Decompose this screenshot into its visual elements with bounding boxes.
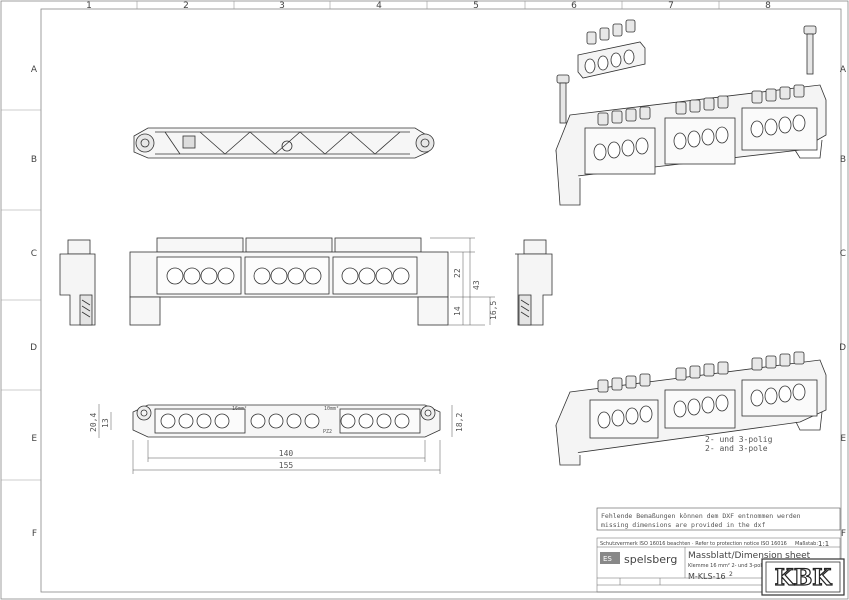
col-label: 8: [765, 1, 771, 11]
bottom-view: [98, 404, 453, 474]
col-label: 7: [668, 1, 674, 11]
dim-140: 140: [279, 449, 294, 458]
notice-box: [596, 507, 841, 531]
notice-line1: Fehlende Bemaßungen können dem DXF entno…: [601, 512, 801, 520]
dim-20-4: 20,4: [89, 413, 98, 432]
scale-label: Maßstab:: [795, 541, 818, 547]
iso-view-terminal-bar: [555, 19, 827, 206]
row-label: E: [840, 434, 846, 444]
column-labels: 1 2 3 4 5 6 7 8: [86, 1, 771, 11]
frame-ticks: [1, 1, 720, 481]
row-label: C: [840, 249, 846, 259]
front-view: [129, 237, 495, 326]
watermark-text: KBK: [775, 565, 833, 591]
side-view-right: [515, 239, 553, 326]
col-label: 3: [279, 1, 285, 11]
row-label: F: [841, 529, 846, 539]
iso-view-terminal-bar-2: [555, 351, 827, 466]
side-view-left: [59, 239, 96, 326]
dim-22: 22: [453, 268, 462, 278]
mark-10mm: 10mm²: [324, 406, 339, 412]
dim-43: 43: [472, 280, 481, 290]
row-label: C: [31, 249, 37, 259]
col-label: 6: [571, 1, 577, 11]
mark-pz2: PZ2: [323, 429, 332, 435]
sheet-title: Massblatt/Dimension sheet: [688, 551, 811, 561]
company-logo-mark: [600, 552, 620, 564]
part-description: Klemme 16 mm² 2- und 3-polig: [688, 563, 766, 569]
revision: 2: [729, 571, 733, 578]
col-label: 2: [183, 1, 189, 11]
dim-16-5: 16,5: [489, 301, 498, 320]
col-label: 1: [86, 1, 92, 11]
row-label: A: [31, 65, 38, 75]
top-view: [133, 127, 435, 159]
col-label: 4: [376, 1, 382, 11]
row-label: A: [840, 65, 847, 75]
dim-18-2: 18,2: [455, 413, 464, 432]
dim-14: 14: [453, 306, 462, 316]
company-logo-initials: ES: [603, 555, 612, 563]
kbk-watermark: KBK: [761, 558, 845, 596]
row-label: D: [30, 343, 37, 353]
dim-13: 13: [101, 418, 110, 428]
pole-note-en: 2- and 3-pole: [705, 444, 768, 453]
company-name: spelsberg: [624, 553, 677, 566]
row-label: E: [31, 434, 37, 444]
row-label: D: [839, 343, 846, 353]
col-label: 5: [473, 1, 479, 11]
notice-line2: missing dimensions are provided in the d…: [601, 521, 765, 529]
dim-155: 155: [279, 461, 294, 470]
drawing-number: M-KLS-16: [688, 572, 726, 581]
protection-notice: Schutzvermerk ISO 16016 beachten · Refer…: [600, 541, 787, 547]
scale-value: 1:1: [818, 540, 829, 548]
row-labels: A B C D E F A B C D E F: [30, 65, 847, 539]
row-label: B: [31, 155, 37, 165]
mark-16mm: 16mm²: [232, 406, 247, 412]
pole-note-de: 2- und 3-polig: [705, 435, 773, 444]
row-label: B: [840, 155, 846, 165]
row-label: F: [32, 529, 37, 539]
